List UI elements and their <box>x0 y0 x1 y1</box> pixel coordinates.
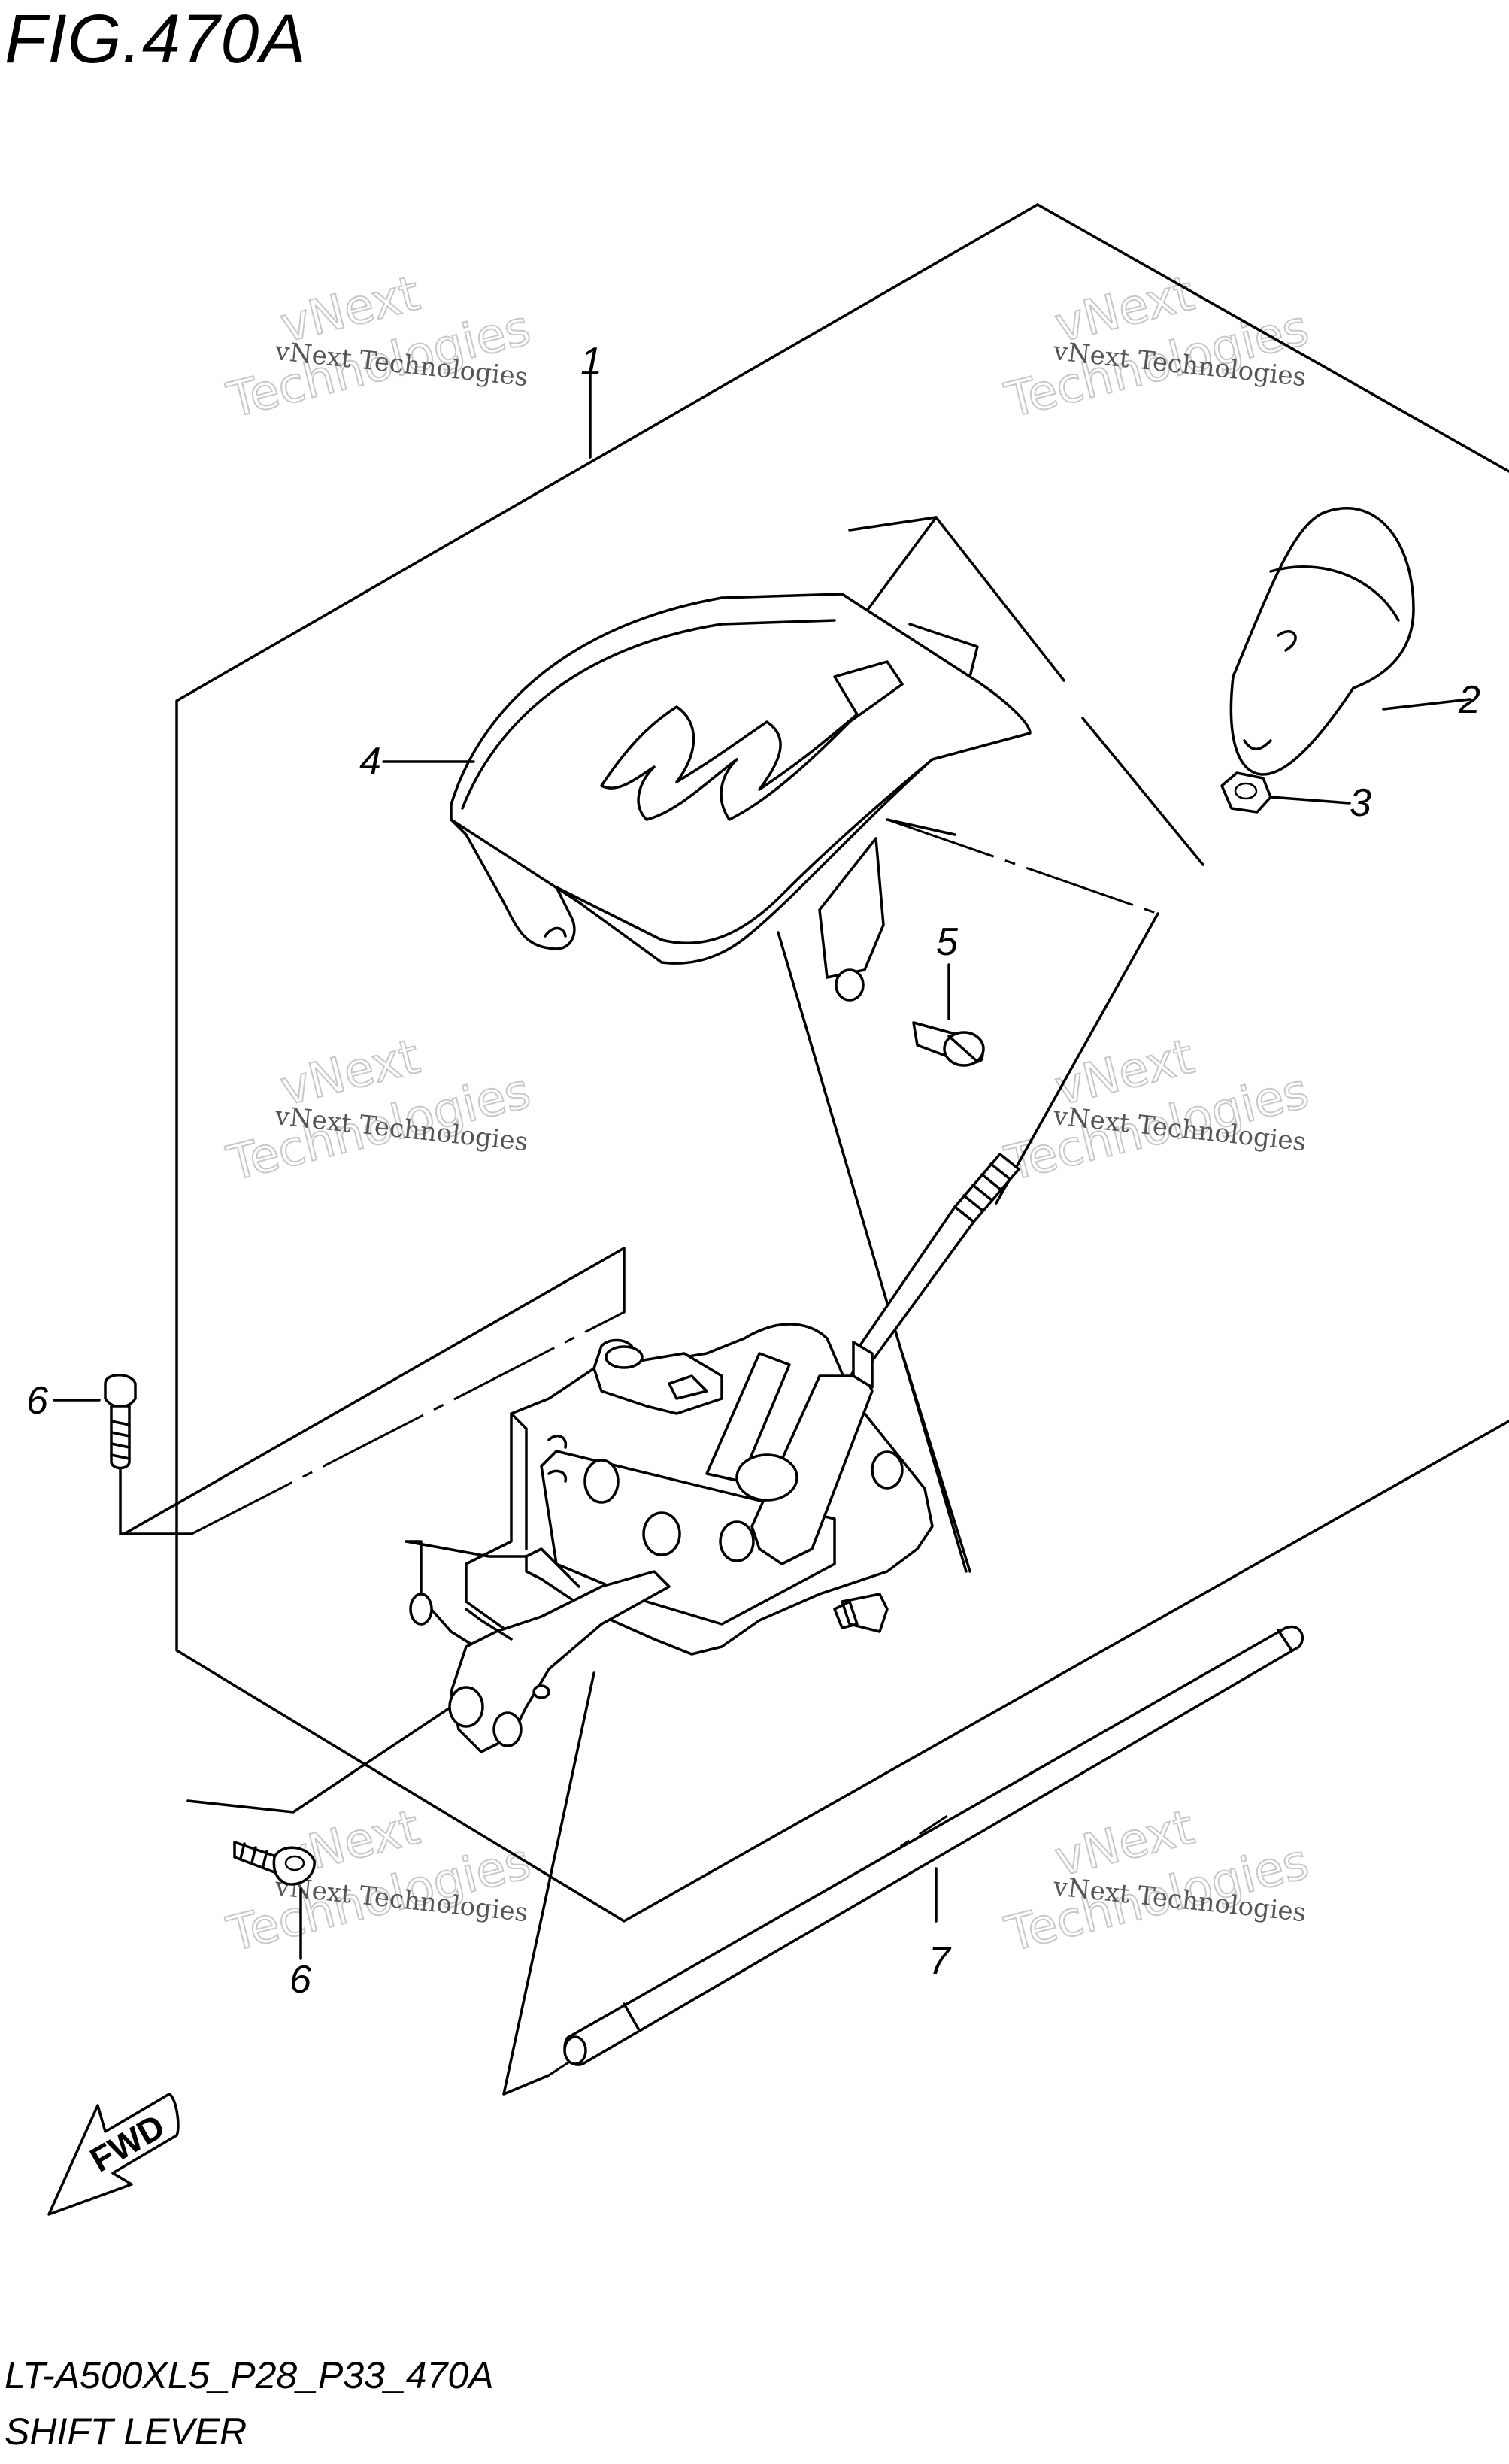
callout-5: 5 <box>936 920 959 964</box>
shift-rod <box>563 1625 1304 2066</box>
figure-name: SHIFT LEVER <box>5 2411 247 2453</box>
callout-1: 1 <box>580 340 602 383</box>
shift-knob <box>1229 507 1415 776</box>
callout-2: 2 <box>1458 678 1480 722</box>
callout-4: 4 <box>359 740 381 783</box>
guide-left-diag-2 <box>901 1352 971 1573</box>
guide-left-diag <box>777 931 968 1573</box>
callout-6-upper: 6 <box>26 1379 48 1423</box>
cover-boss <box>835 968 865 1002</box>
assembly-boundary-left <box>175 203 1509 1923</box>
watermark-1: vNext Technologies vNext Technologies <box>221 265 537 429</box>
guide-bottom-left <box>502 1671 595 2096</box>
leader-3 <box>1269 796 1351 805</box>
shift-lever-bracket <box>405 1323 934 1753</box>
bolt-6-upper <box>104 1374 137 1470</box>
callout-7: 7 <box>929 1939 952 1983</box>
bolt-5 <box>912 1021 985 1067</box>
guide-rod-diag <box>995 912 1159 1205</box>
shift-rod-upper <box>856 1153 1020 1362</box>
assembly-boundary <box>1036 203 1509 473</box>
bolt-6-lower <box>233 1841 316 1886</box>
figure-title: FIG.470A <box>5 1 307 77</box>
watermark-6: vNext Technologies vNext Technologies <box>999 1799 1315 1963</box>
watermark-3: vNext Technologies vNext Technologies <box>221 1028 537 1193</box>
leader-2 <box>1382 698 1471 711</box>
guide-cover-dash <box>886 818 1159 915</box>
nut <box>1220 771 1272 814</box>
guide-bracket-up <box>123 1247 626 1535</box>
watermark-5: vNext Technologies vNext Technologies <box>221 1799 537 1963</box>
guide-knob <box>848 516 938 532</box>
guide-knob-3 <box>1081 717 1204 866</box>
guide-bracket-dash <box>191 1311 625 1535</box>
guide-knob-2 <box>935 516 1065 682</box>
fwd-arrow-icon: FWD <box>47 2093 180 2216</box>
guide-cover-right <box>886 818 956 836</box>
callout-6-lower: 6 <box>289 1958 311 2002</box>
watermark-2: vNext Technologies vNext Technologies <box>999 265 1315 429</box>
callout-3: 3 <box>1350 781 1371 825</box>
shift-lever-cover <box>450 593 1032 1002</box>
figure-code: LT-A500XL5_P28_P33_470A <box>5 2354 494 2396</box>
